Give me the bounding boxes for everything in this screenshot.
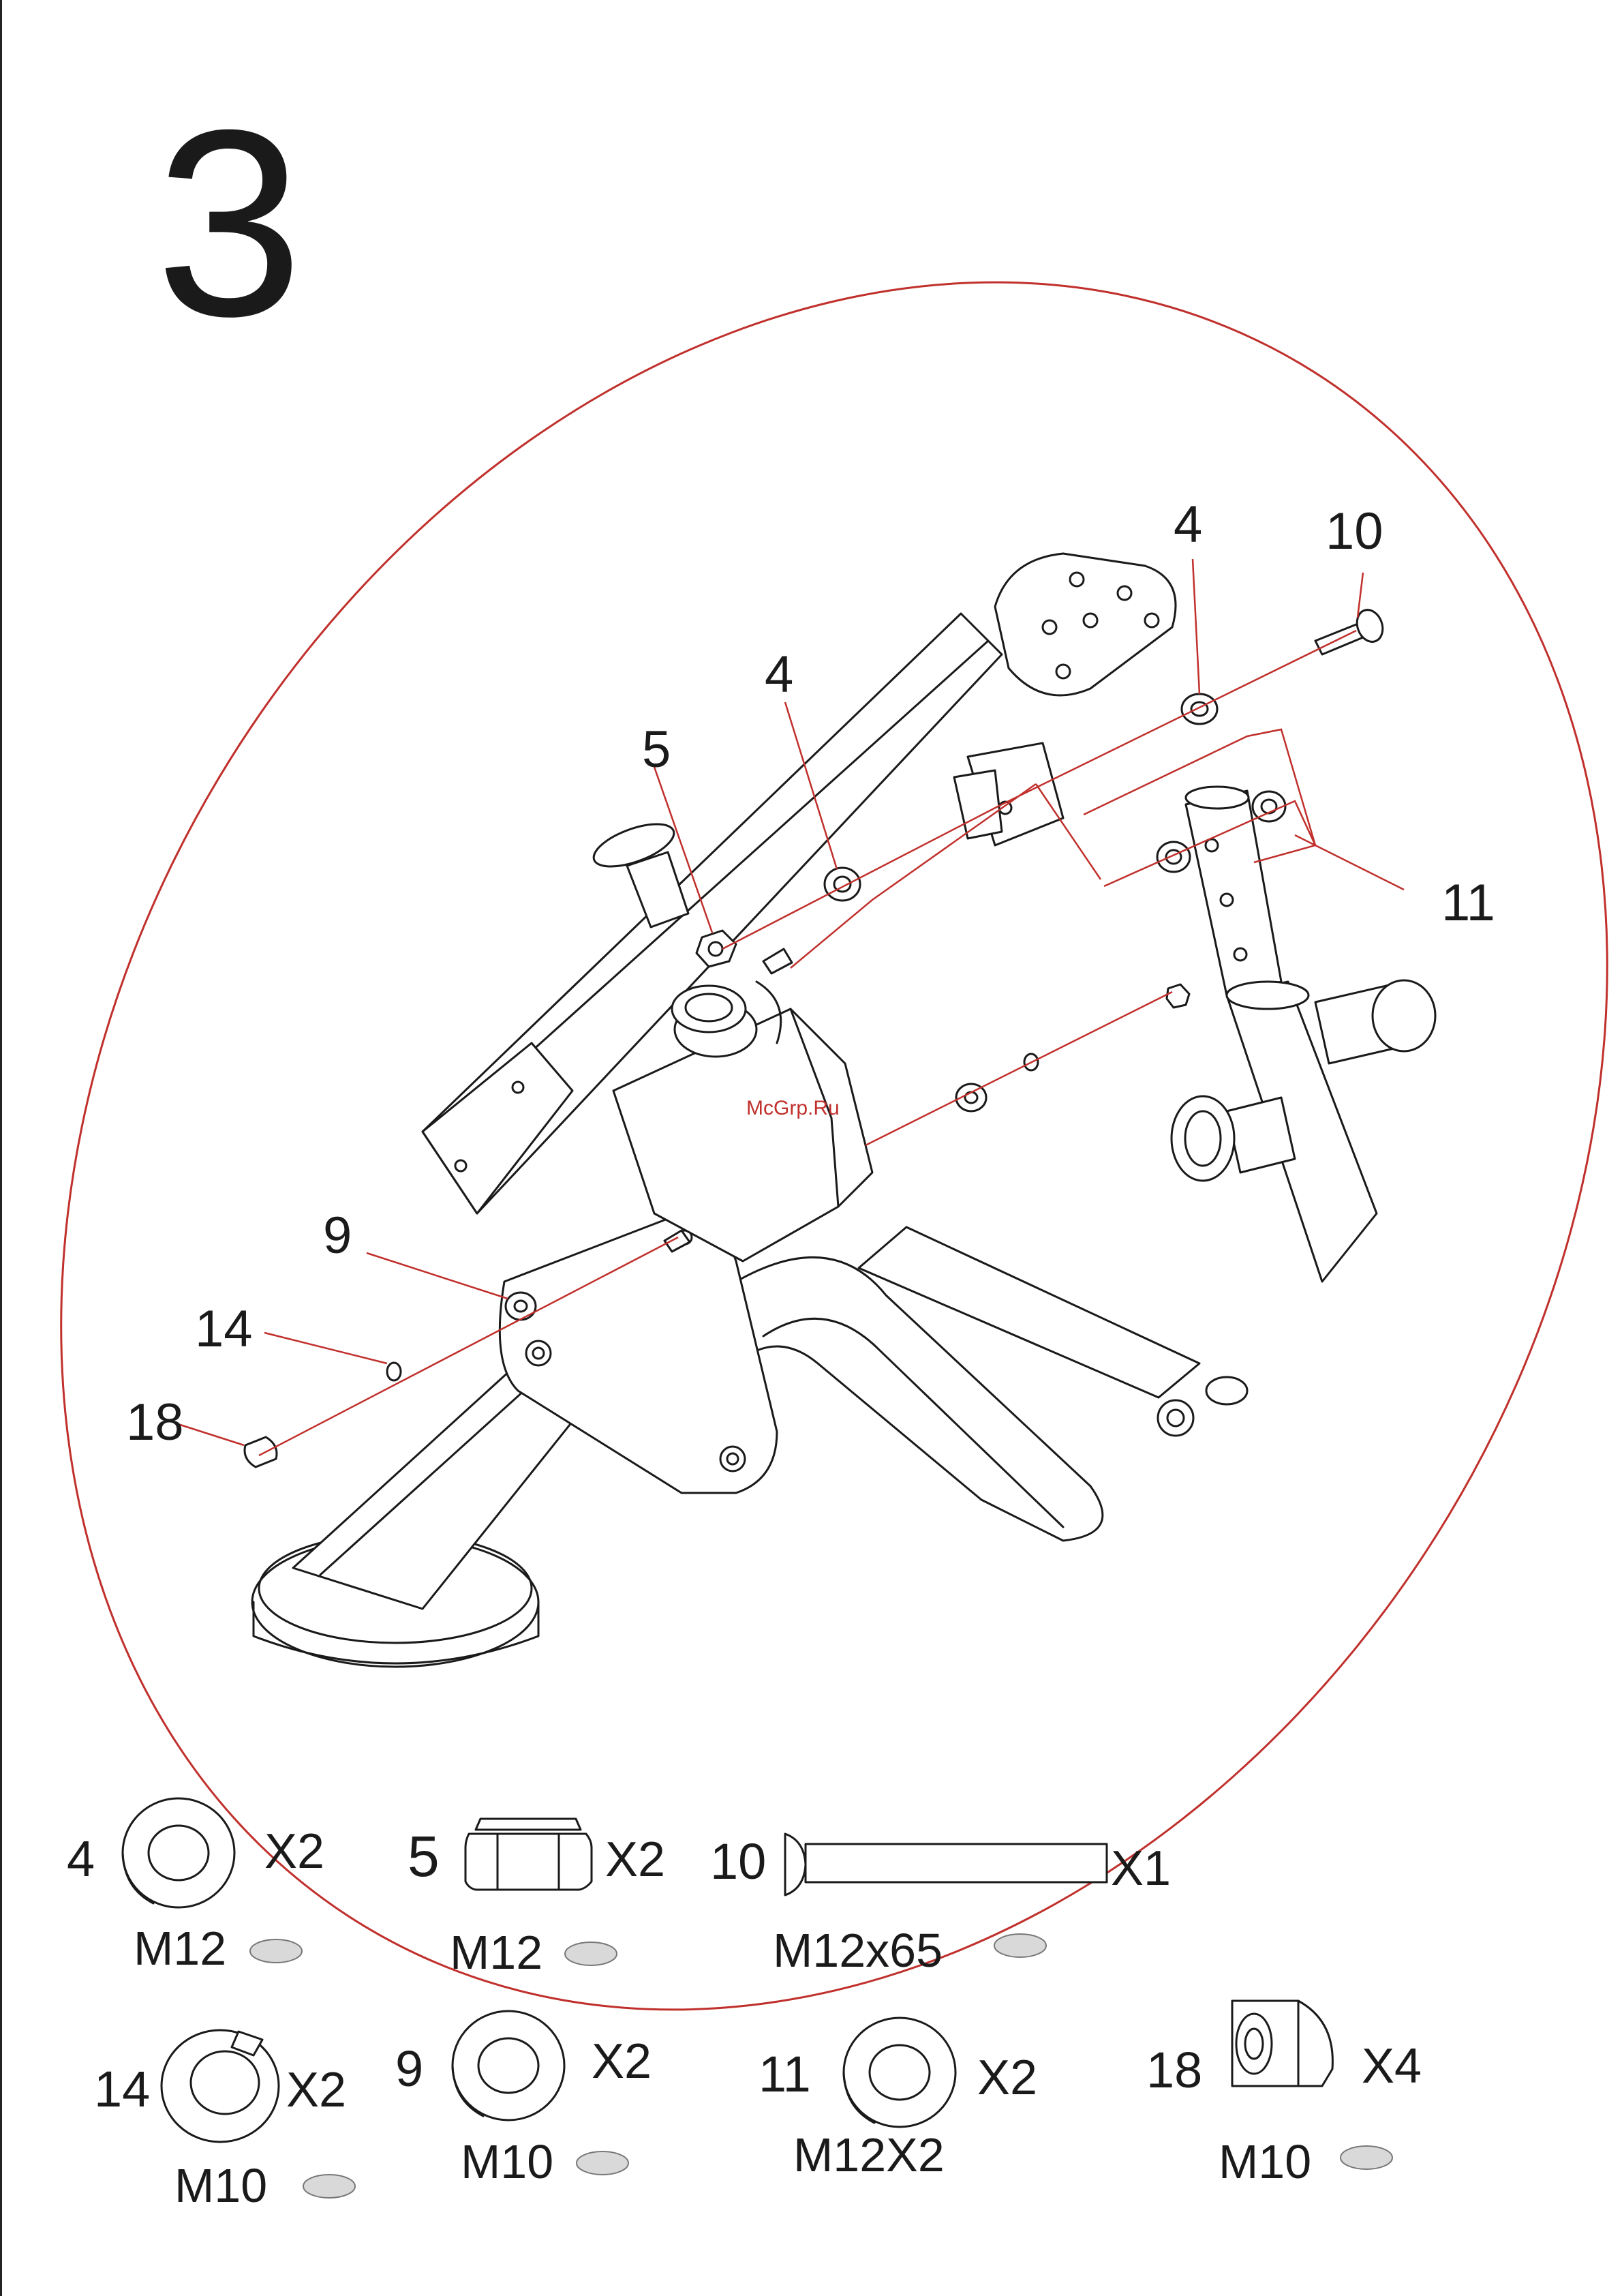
- legend-qty: X2: [286, 2063, 346, 2117]
- step-number: 3: [155, 74, 303, 372]
- callout-4-mid: 4: [765, 646, 793, 704]
- legend-item-10: 10 X1 M12x65: [710, 1833, 1171, 1977]
- bolt-10: [1315, 606, 1387, 654]
- nut-right: [1167, 984, 1189, 1008]
- callout-9: 9: [323, 1207, 352, 1265]
- legend-size: M12: [134, 1922, 226, 1975]
- washer-4-mid: [825, 868, 860, 901]
- callout-18: 18: [126, 1393, 184, 1451]
- legend-qty: X4: [1362, 2039, 1422, 2094]
- washer-icon: [453, 2011, 564, 2120]
- legend-number: 9: [395, 2040, 423, 2097]
- size-indicator: [1341, 2146, 1392, 2169]
- watermark: McGrp.Ru: [746, 1097, 840, 1119]
- legend-qty: X2: [605, 1832, 665, 1887]
- washer-4-upper: [1182, 694, 1217, 724]
- legend-size: M10: [174, 2159, 267, 2212]
- legend-item-5: 5 X2 M12: [408, 1819, 665, 1979]
- washer-9: [506, 1293, 536, 1320]
- size-indicator: [250, 1939, 302, 1963]
- legend-item-4: 4 X2 M12: [67, 1798, 324, 1975]
- nut-icon: [465, 1819, 592, 1890]
- legend-size: M12: [450, 1926, 542, 1979]
- cap-nut-icon: [1232, 2001, 1332, 2086]
- legend-qty: X2: [264, 1824, 324, 1879]
- legend-item-9: 9 X2 M10: [395, 2011, 652, 2188]
- legend-number: 11: [759, 2046, 811, 2102]
- legend-qty: X1: [1111, 1841, 1171, 1896]
- pop-pin-top: [589, 815, 688, 927]
- lower-knob: [1172, 1096, 1295, 1181]
- legend-number: 4: [67, 1830, 95, 1887]
- legend-size: M10: [1219, 2135, 1311, 2188]
- bench-frame-drawing: [252, 554, 1435, 1667]
- legend-item-11: 11 X2 M12X2: [759, 2018, 1037, 2181]
- seat-mount-plate: [995, 554, 1176, 695]
- size-indicator: [994, 1934, 1046, 1957]
- legend-number: 5: [408, 1824, 440, 1888]
- washer-icon: [844, 2018, 955, 2127]
- legend-item-18: 18 X4 M10: [1146, 2001, 1422, 2188]
- legend-size: M10: [461, 2135, 553, 2188]
- callout-10: 10: [1326, 502, 1383, 560]
- spring-washer-14: [387, 1363, 401, 1380]
- legend-item-14: 14 X2 M10: [94, 2030, 355, 2212]
- size-indicator: [303, 2175, 355, 2198]
- washer-11-b: [1157, 842, 1190, 872]
- legend-number: 14: [94, 2061, 150, 2117]
- size-indicator: [565, 1942, 617, 1965]
- cap-nut-18: [245, 1437, 277, 1467]
- callout-14: 14: [195, 1300, 253, 1358]
- washer-icon: [123, 1798, 234, 1907]
- bolt-icon: [785, 1834, 1107, 1895]
- legend-size: M12X2: [793, 2128, 945, 2181]
- legend-number: 10: [710, 1833, 766, 1890]
- legend-qty: X2: [977, 2051, 1037, 2105]
- pop-pin-right: [1315, 980, 1435, 1063]
- callout-5: 5: [642, 721, 671, 779]
- callout-11: 11: [1441, 874, 1495, 932]
- size-indicator: [577, 2151, 628, 2175]
- legend-qty: X2: [592, 2034, 652, 2089]
- legend-number: 18: [1146, 2042, 1202, 2098]
- spring-washer-icon: [162, 2030, 279, 2142]
- callout-4-upper: 4: [1174, 496, 1202, 554]
- legend-size: M12x65: [773, 1924, 943, 1977]
